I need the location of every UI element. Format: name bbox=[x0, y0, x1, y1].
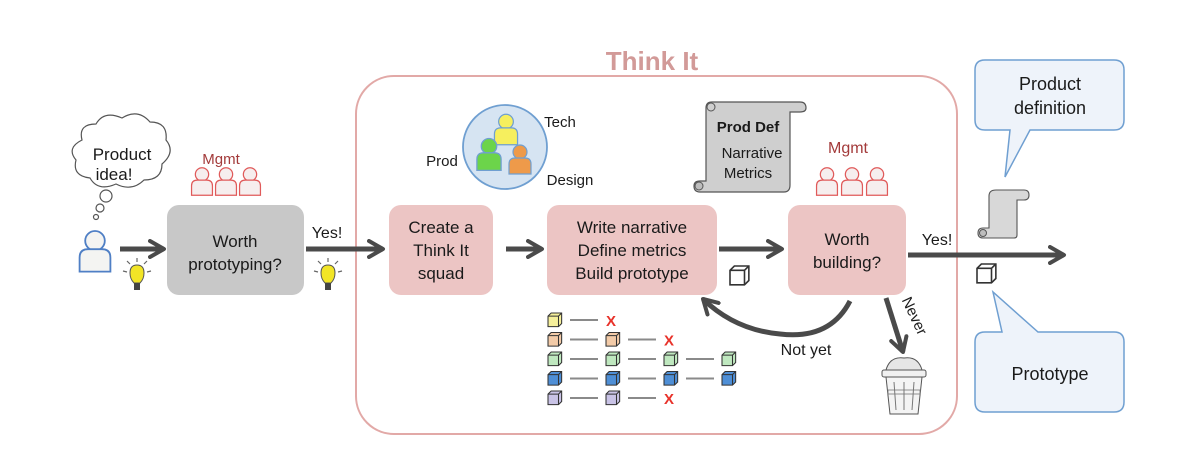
prototype-cube-icon bbox=[729, 265, 750, 286]
prototype-iterations: X X X bbox=[547, 312, 737, 408]
think-it-title: Think It bbox=[606, 46, 699, 76]
not-yet-label: Not yet bbox=[781, 342, 832, 359]
mgmt-people-left-icon bbox=[190, 167, 262, 196]
callout-prototype: Prototype bbox=[974, 289, 1125, 413]
callout-product-definition-line2: definition bbox=[1014, 98, 1086, 118]
worth-prototyping-line2: prototyping? bbox=[188, 255, 282, 274]
create-squad-line1: Create a bbox=[408, 218, 474, 237]
write-box-line1: Write narrative bbox=[577, 218, 687, 237]
iteration-cube-icon bbox=[547, 331, 563, 347]
iteration-cube-icon bbox=[547, 351, 563, 367]
prod-def-title: Prod Def bbox=[717, 119, 781, 136]
write-box-line3: Build prototype bbox=[575, 264, 688, 283]
trash-can-icon bbox=[881, 357, 927, 415]
create-squad-line3: squad bbox=[418, 264, 464, 283]
iteration-cube-icon bbox=[721, 370, 737, 386]
iteration-cube-icon bbox=[547, 370, 563, 386]
output-prod-def-scroll-icon bbox=[977, 189, 1030, 239]
think-it-squad-icon bbox=[462, 104, 548, 190]
squad-design-label: Design bbox=[547, 172, 594, 189]
squad-tech-label: Tech bbox=[544, 114, 576, 131]
not-yet-loop-arrow bbox=[701, 297, 853, 338]
prod-def-scroll-icon bbox=[693, 101, 807, 193]
callout-product-definition-line1: Product bbox=[1019, 74, 1081, 94]
iteration-cube-icon bbox=[721, 351, 737, 367]
yes-label-1: Yes! bbox=[312, 225, 343, 242]
mgmt-label-left: Mgmt bbox=[202, 151, 240, 168]
mgmt-label-right: Mgmt bbox=[828, 140, 869, 157]
prod-def-line2: Metrics bbox=[724, 165, 772, 182]
callout-prototype-label: Prototype bbox=[1011, 364, 1088, 384]
output-prototype-cube-icon bbox=[976, 263, 997, 284]
yes-label-2: Yes! bbox=[922, 232, 953, 249]
killed-x-mark: X bbox=[606, 313, 616, 330]
iteration-cube-icon bbox=[605, 331, 621, 347]
worth-prototyping-box bbox=[167, 205, 304, 295]
lightbulb-icon-2 bbox=[313, 258, 343, 290]
iteration-row: X bbox=[547, 390, 674, 408]
prod-def-line1: Narrative bbox=[722, 145, 783, 162]
worth-prototyping-line1: Worth bbox=[212, 232, 257, 251]
iteration-row bbox=[547, 351, 737, 367]
iteration-cube-icon bbox=[605, 390, 621, 406]
iteration-row: X bbox=[547, 331, 674, 350]
iteration-cube-icon bbox=[605, 351, 621, 367]
iteration-cube-icon bbox=[605, 370, 621, 386]
worth-building-line2: building? bbox=[813, 253, 881, 272]
iteration-cube-icon bbox=[663, 351, 679, 367]
create-squad-line2: Think It bbox=[413, 241, 469, 260]
iteration-row bbox=[547, 370, 737, 386]
mgmt-people-right-icon bbox=[815, 167, 889, 196]
create-squad-box bbox=[389, 205, 493, 295]
squad-prod-label: Prod bbox=[426, 153, 458, 170]
write-narrative-box bbox=[547, 205, 717, 295]
thought-bubble: Product idea! bbox=[71, 113, 171, 221]
worth-building-line1: Worth bbox=[824, 230, 869, 249]
iteration-cube-icon bbox=[547, 390, 563, 406]
callout-product-definition: Product definition bbox=[974, 59, 1125, 178]
never-arrow bbox=[883, 297, 909, 354]
thought-bubble-line2: idea! bbox=[96, 165, 133, 184]
iteration-cube-icon bbox=[547, 312, 563, 328]
lightbulb-icon bbox=[122, 258, 152, 290]
killed-x-mark: X bbox=[664, 391, 674, 408]
user-person-icon bbox=[78, 230, 112, 273]
thought-bubble-line1: Product bbox=[93, 145, 152, 164]
iteration-row: X bbox=[547, 312, 616, 330]
worth-building-box bbox=[788, 205, 906, 295]
write-box-line2: Define metrics bbox=[578, 241, 687, 260]
iteration-cube-icon bbox=[663, 370, 679, 386]
killed-x-mark: X bbox=[664, 333, 674, 350]
